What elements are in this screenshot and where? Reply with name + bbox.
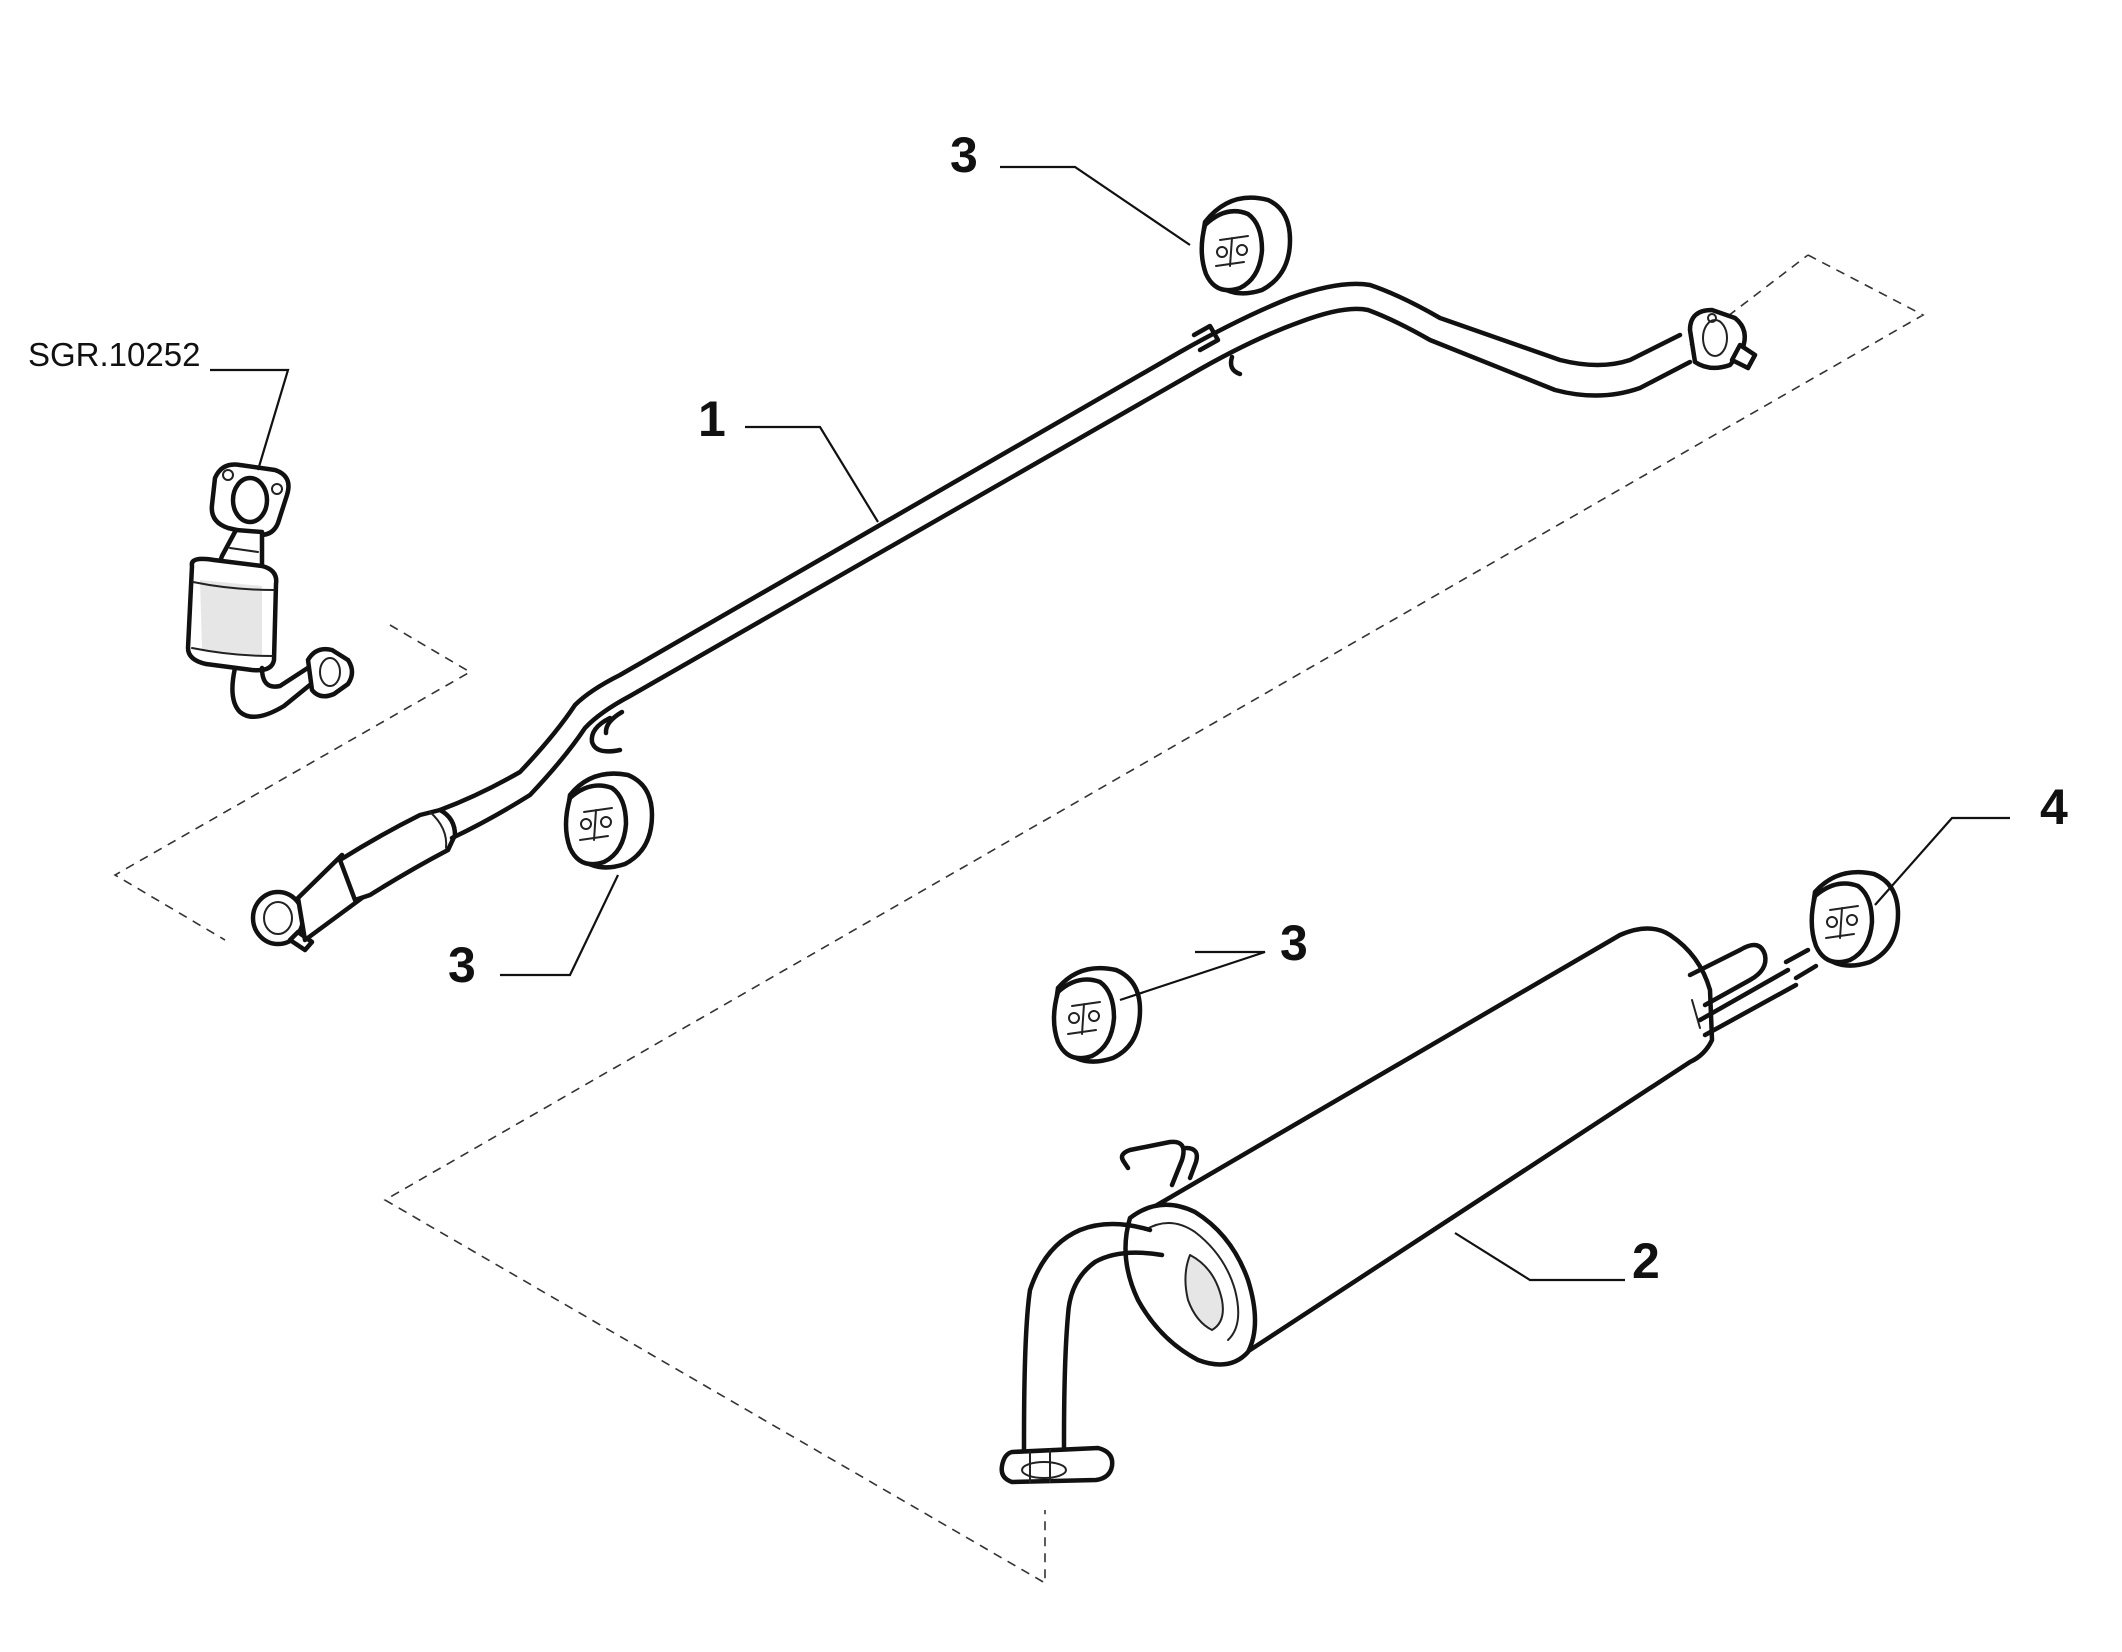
callout-3-top: 3	[950, 127, 978, 183]
reference-code-label: SGR.10252	[28, 336, 200, 373]
rear-silencer	[999, 926, 1819, 1485]
callout-4: 4	[2040, 779, 2068, 835]
callout-2: 2	[1632, 1233, 1660, 1289]
callout-labels: SGR.10252 1 2 3 3 3 4	[28, 127, 2068, 1289]
callout-1: 1	[698, 391, 726, 447]
callout-3-left: 3	[448, 937, 476, 993]
leader-lines	[210, 165, 2010, 1282]
rubber-hanger-top	[1199, 195, 1293, 296]
callout-3-mid: 3	[1280, 915, 1308, 971]
catalytic-converter	[185, 462, 355, 720]
rubber-hanger-mid	[1051, 965, 1143, 1064]
intermediate-pipe	[250, 281, 1758, 953]
rubber-hanger-rear	[1809, 869, 1901, 968]
assembly-guide-lines	[113, 254, 1925, 1585]
rubber-hanger-left	[563, 771, 655, 870]
